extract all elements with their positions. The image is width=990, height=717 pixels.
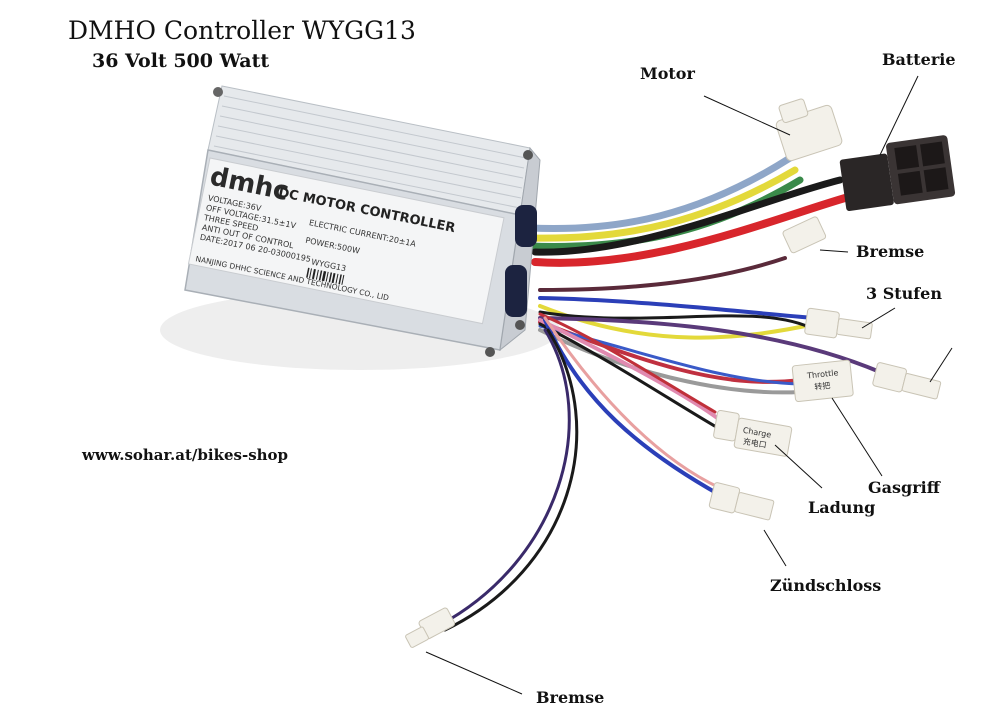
callout-ladung: Ladung [808, 498, 876, 517]
cable-grommet [505, 265, 527, 317]
wire-speed-black [538, 310, 817, 332]
brake-bottom-connector [405, 607, 456, 648]
battery-connector [839, 135, 956, 212]
wire-bundle [438, 154, 882, 632]
callout-bremse-top: Bremse [856, 242, 925, 261]
callout-line-ladung [774, 444, 823, 489]
wire-brake-bottom-black [443, 328, 579, 632]
page-title: DMHO Controller WYGG13 [68, 16, 416, 45]
callout-line-motor [703, 95, 791, 136]
charge-connector: Charge 充电口 [713, 409, 793, 457]
wire-charge-red [538, 312, 717, 414]
callout-lines [425, 75, 953, 695]
throttle-tag: Throttle [806, 368, 839, 380]
callout-line-gasgriff [831, 397, 883, 477]
barcode [306, 267, 345, 285]
website-text: www.sohar.at/bikes-shop [82, 446, 289, 464]
connectors: Throttle 转把 Charge 充电口 [405, 98, 956, 648]
callout-motor: Motor [640, 64, 695, 83]
wire-brake-bottom-purple [438, 328, 571, 627]
wire-throttle-blue [538, 324, 802, 386]
callout-3-stufen: 3 Stufen [866, 284, 942, 303]
wire-charge-pink [538, 318, 722, 422]
heatsink-fins [213, 95, 527, 209]
controller-housing: dmhc DC MOTOR CONTROLLER VOLTAGE:36V ELE… [184, 85, 541, 357]
wire-motor-blue [526, 154, 794, 233]
wire-battery-black [531, 176, 844, 256]
callout-line-stufen [861, 307, 896, 329]
throttle-tag-cn: 转把 [814, 380, 831, 392]
wire-charge-black [538, 322, 720, 430]
callout-line-bremse-top [819, 249, 849, 253]
wire-throttle-red [538, 320, 802, 384]
cable-grommet [515, 205, 537, 247]
wire-battery-red [531, 194, 849, 267]
extra-connector [872, 362, 942, 400]
wire-throttle-grey [538, 328, 802, 395]
callout-line-bremse-bottom [425, 651, 523, 695]
screw-icon [515, 320, 525, 330]
callout-line-zund [763, 529, 787, 567]
charge-tag-cn: 充电口 [742, 436, 767, 450]
callout-line-batterie [879, 75, 919, 156]
callout-batterie: Batterie [882, 50, 956, 69]
throttle-connector: Throttle 转把 [791, 359, 854, 403]
callout-gasgriff: Gasgriff [868, 478, 940, 497]
wire-motor-yellow [526, 166, 799, 242]
wire-brake-top [538, 256, 787, 292]
wire-speed-blue [538, 296, 817, 320]
callout-bremse-bottom: Bremse [536, 688, 605, 707]
screw-icon [213, 87, 223, 97]
ignition-connector [708, 482, 775, 521]
page-subtitle: 36 Volt 500 Watt [92, 50, 270, 72]
brake-top-connector [782, 216, 827, 254]
speed-connector [804, 307, 873, 340]
screw-icon [523, 150, 533, 160]
wire-extra-purple [538, 316, 882, 374]
wire-ignition-pink [543, 316, 722, 490]
screw-icon [485, 347, 495, 357]
callout-line-extra [929, 347, 953, 383]
callout-zuendschloss: Zündschloss [770, 576, 882, 595]
motor-connector [775, 98, 843, 162]
